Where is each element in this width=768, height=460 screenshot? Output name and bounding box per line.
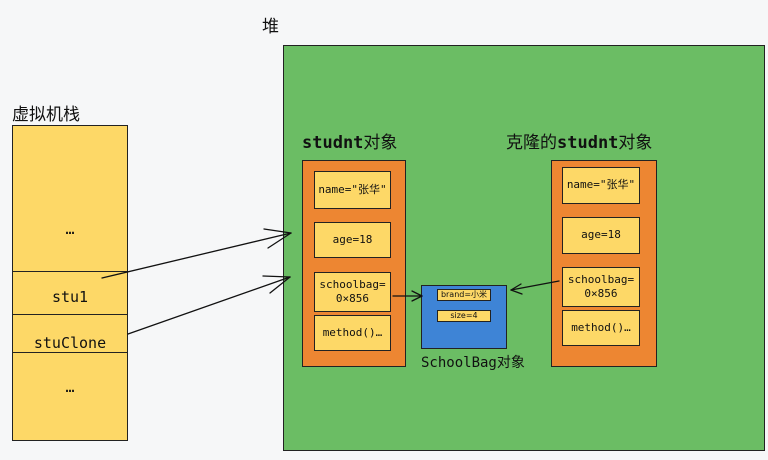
student-field-age: age=18 bbox=[314, 222, 391, 258]
stack-title: 虚拟机栈 bbox=[12, 105, 80, 125]
clone-field-age: age=18 bbox=[562, 217, 640, 254]
stack-divider bbox=[12, 352, 128, 353]
clone-field-schoolbag: schoolbag= 0×856 bbox=[562, 267, 640, 307]
stack-slot-stu1: stu1 bbox=[51, 288, 89, 306]
arrow-stuclone-to-student bbox=[127, 275, 291, 335]
clone-field-method: method()… bbox=[562, 310, 640, 346]
stack-slot-ellipsis-bottom: … bbox=[65, 378, 75, 396]
arrow-stu1-to-student bbox=[101, 228, 292, 279]
schoolbag-field-brand: brand=小米 bbox=[437, 289, 491, 301]
student-field-schoolbag: schoolbag= 0×856 bbox=[314, 272, 391, 312]
clone-title-prefix: 克隆的 bbox=[506, 133, 557, 153]
arrow-student-to-schoolbag bbox=[392, 290, 423, 302]
student-title-suffix: 对象 bbox=[363, 133, 398, 153]
clone-title-code: studnt bbox=[557, 133, 619, 153]
schoolbag-caption: SchoolBag对象 bbox=[421, 355, 525, 371]
stack-divider bbox=[12, 314, 128, 315]
arrow-clone-to-schoolbag bbox=[510, 280, 560, 295]
stack-slot-stuclone: stuClone bbox=[33, 334, 107, 352]
student-object-title: studnt对象 bbox=[302, 128, 397, 153]
student-title-code: studnt bbox=[302, 133, 364, 153]
stack-slot-ellipsis-top: … bbox=[65, 220, 75, 238]
heap-title: 堆 bbox=[262, 17, 279, 37]
schoolbag-field-size: size=4 bbox=[437, 310, 491, 322]
clone-field-name: name="张华" bbox=[562, 167, 640, 204]
clone-title-suffix: 对象 bbox=[618, 133, 653, 153]
stack-divider bbox=[12, 271, 128, 272]
vm-stack bbox=[12, 125, 128, 441]
student-field-method: method()… bbox=[314, 315, 391, 351]
student-field-name: name="张华" bbox=[314, 171, 391, 209]
clone-object-title: 克隆的studnt对象 bbox=[506, 128, 652, 153]
